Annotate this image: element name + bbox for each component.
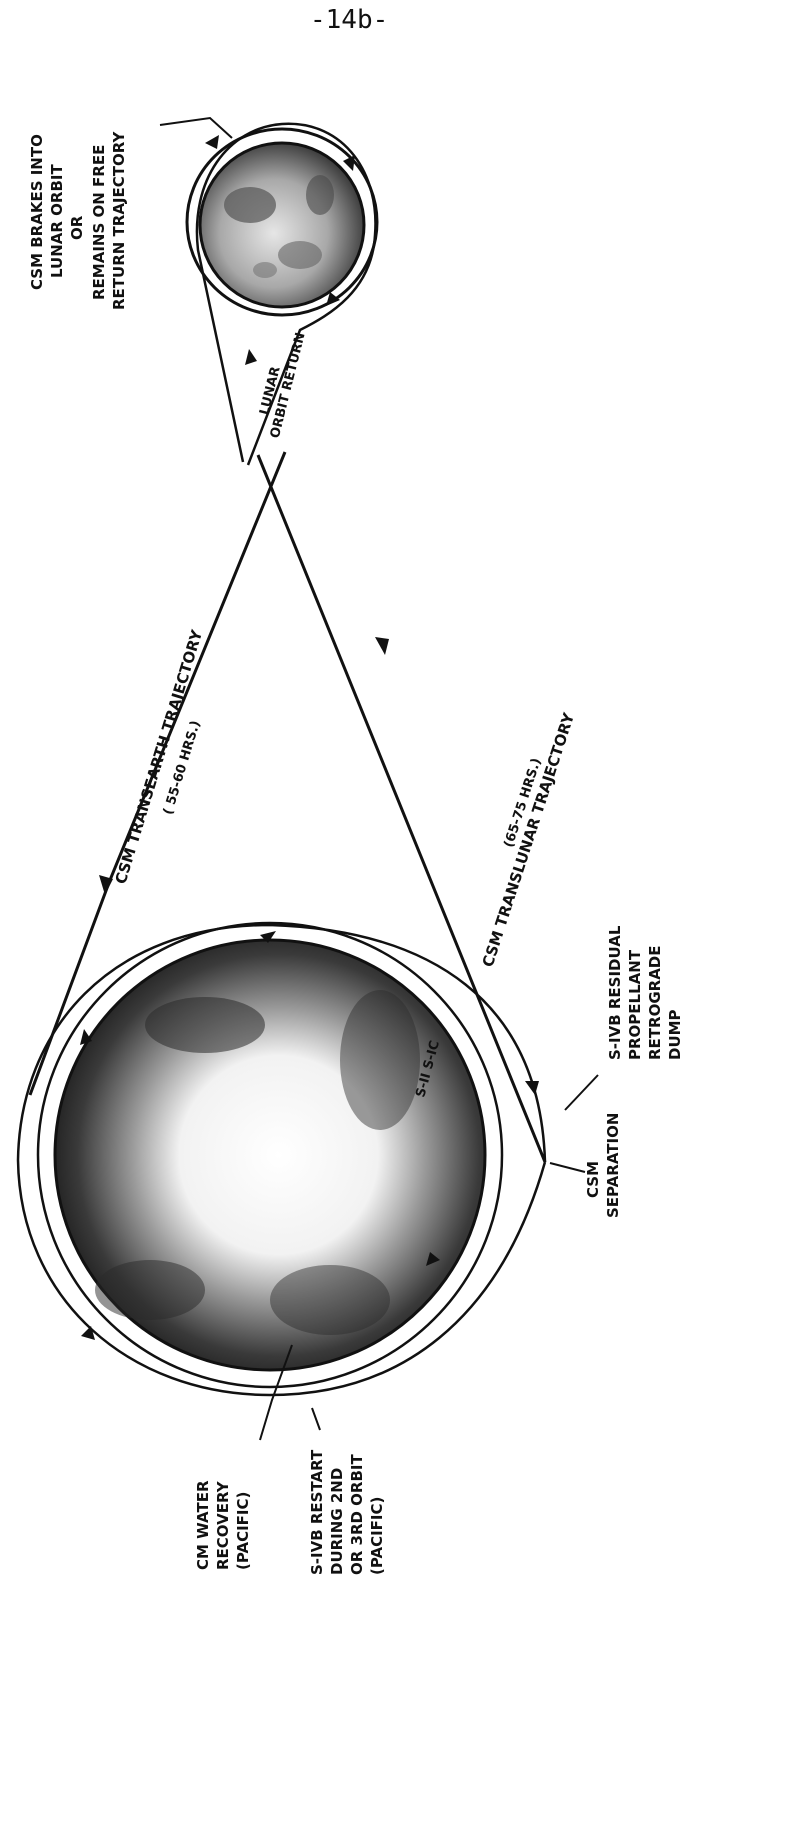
label-lunar-orbit-return: LUNAR ORBIT RETURN bbox=[252, 327, 308, 440]
svg-text:(PACIFIC): (PACIFIC) bbox=[368, 1497, 386, 1575]
label-s-ivb-restart: S-IVB RESTART DURING 2ND OR 3RD ORBIT (P… bbox=[308, 1449, 386, 1575]
label-transearth: CSM TRANSEARTH TRAJECTORY ( 55-60 HRS.) bbox=[112, 627, 230, 893]
csm-separation-leader bbox=[550, 1163, 585, 1172]
label-csm-separation: CSM SEPARATION bbox=[584, 1113, 622, 1218]
svg-text:(PACIFIC): (PACIFIC) bbox=[234, 1492, 252, 1570]
svg-text:OR 3RD ORBIT: OR 3RD ORBIT bbox=[348, 1453, 366, 1575]
svg-text:CM WATER: CM WATER bbox=[194, 1480, 212, 1570]
svg-text:PROPELLANT: PROPELLANT bbox=[626, 949, 644, 1060]
csm-brakes-leader bbox=[160, 118, 232, 138]
page-number: -14b- bbox=[310, 5, 388, 35]
moon bbox=[200, 143, 364, 307]
s-ivb-restart-leader bbox=[312, 1408, 320, 1430]
svg-text:OR: OR bbox=[68, 215, 86, 240]
svg-text:LUNAR ORBIT: LUNAR ORBIT bbox=[48, 164, 66, 278]
svg-text:CSM BRAKES INTO: CSM BRAKES INTO bbox=[28, 134, 46, 290]
svg-text:RETURN TRAJECTORY: RETURN TRAJECTORY bbox=[110, 131, 128, 310]
svg-text:RECOVERY: RECOVERY bbox=[214, 1480, 232, 1570]
label-translunar: CSM TRANSLUNAR TRAJECTORY (65-75 HRS.) bbox=[464, 705, 578, 969]
label-csm-brakes: CSM BRAKES INTO LUNAR ORBIT OR REMAINS O… bbox=[28, 131, 128, 310]
svg-text:CSM: CSM bbox=[584, 1161, 602, 1198]
svg-text:DURING 2ND: DURING 2ND bbox=[328, 1468, 346, 1575]
svg-text:S-IVB RESTART: S-IVB RESTART bbox=[308, 1449, 326, 1575]
svg-text:RETROGRADE: RETROGRADE bbox=[646, 946, 664, 1061]
svg-text:SEPARATION: SEPARATION bbox=[604, 1113, 622, 1218]
label-s-ivb-dump: S-IVB RESIDUAL PROPELLANT RETROGRADE DUM… bbox=[606, 925, 684, 1060]
svg-text:S-IVB RESIDUAL: S-IVB RESIDUAL bbox=[606, 925, 624, 1060]
label-cm-recovery: CM WATER RECOVERY (PACIFIC) bbox=[194, 1480, 252, 1570]
s-ivb-dump-leader bbox=[565, 1075, 598, 1110]
earth bbox=[55, 940, 485, 1370]
svg-text:DUMP: DUMP bbox=[666, 1009, 684, 1060]
svg-text:CSM TRANSLUNAR TRAJECTORY: CSM TRANSLUNAR TRAJECTORY bbox=[479, 710, 579, 970]
svg-text:REMAINS ON FREE: REMAINS ON FREE bbox=[90, 145, 108, 300]
